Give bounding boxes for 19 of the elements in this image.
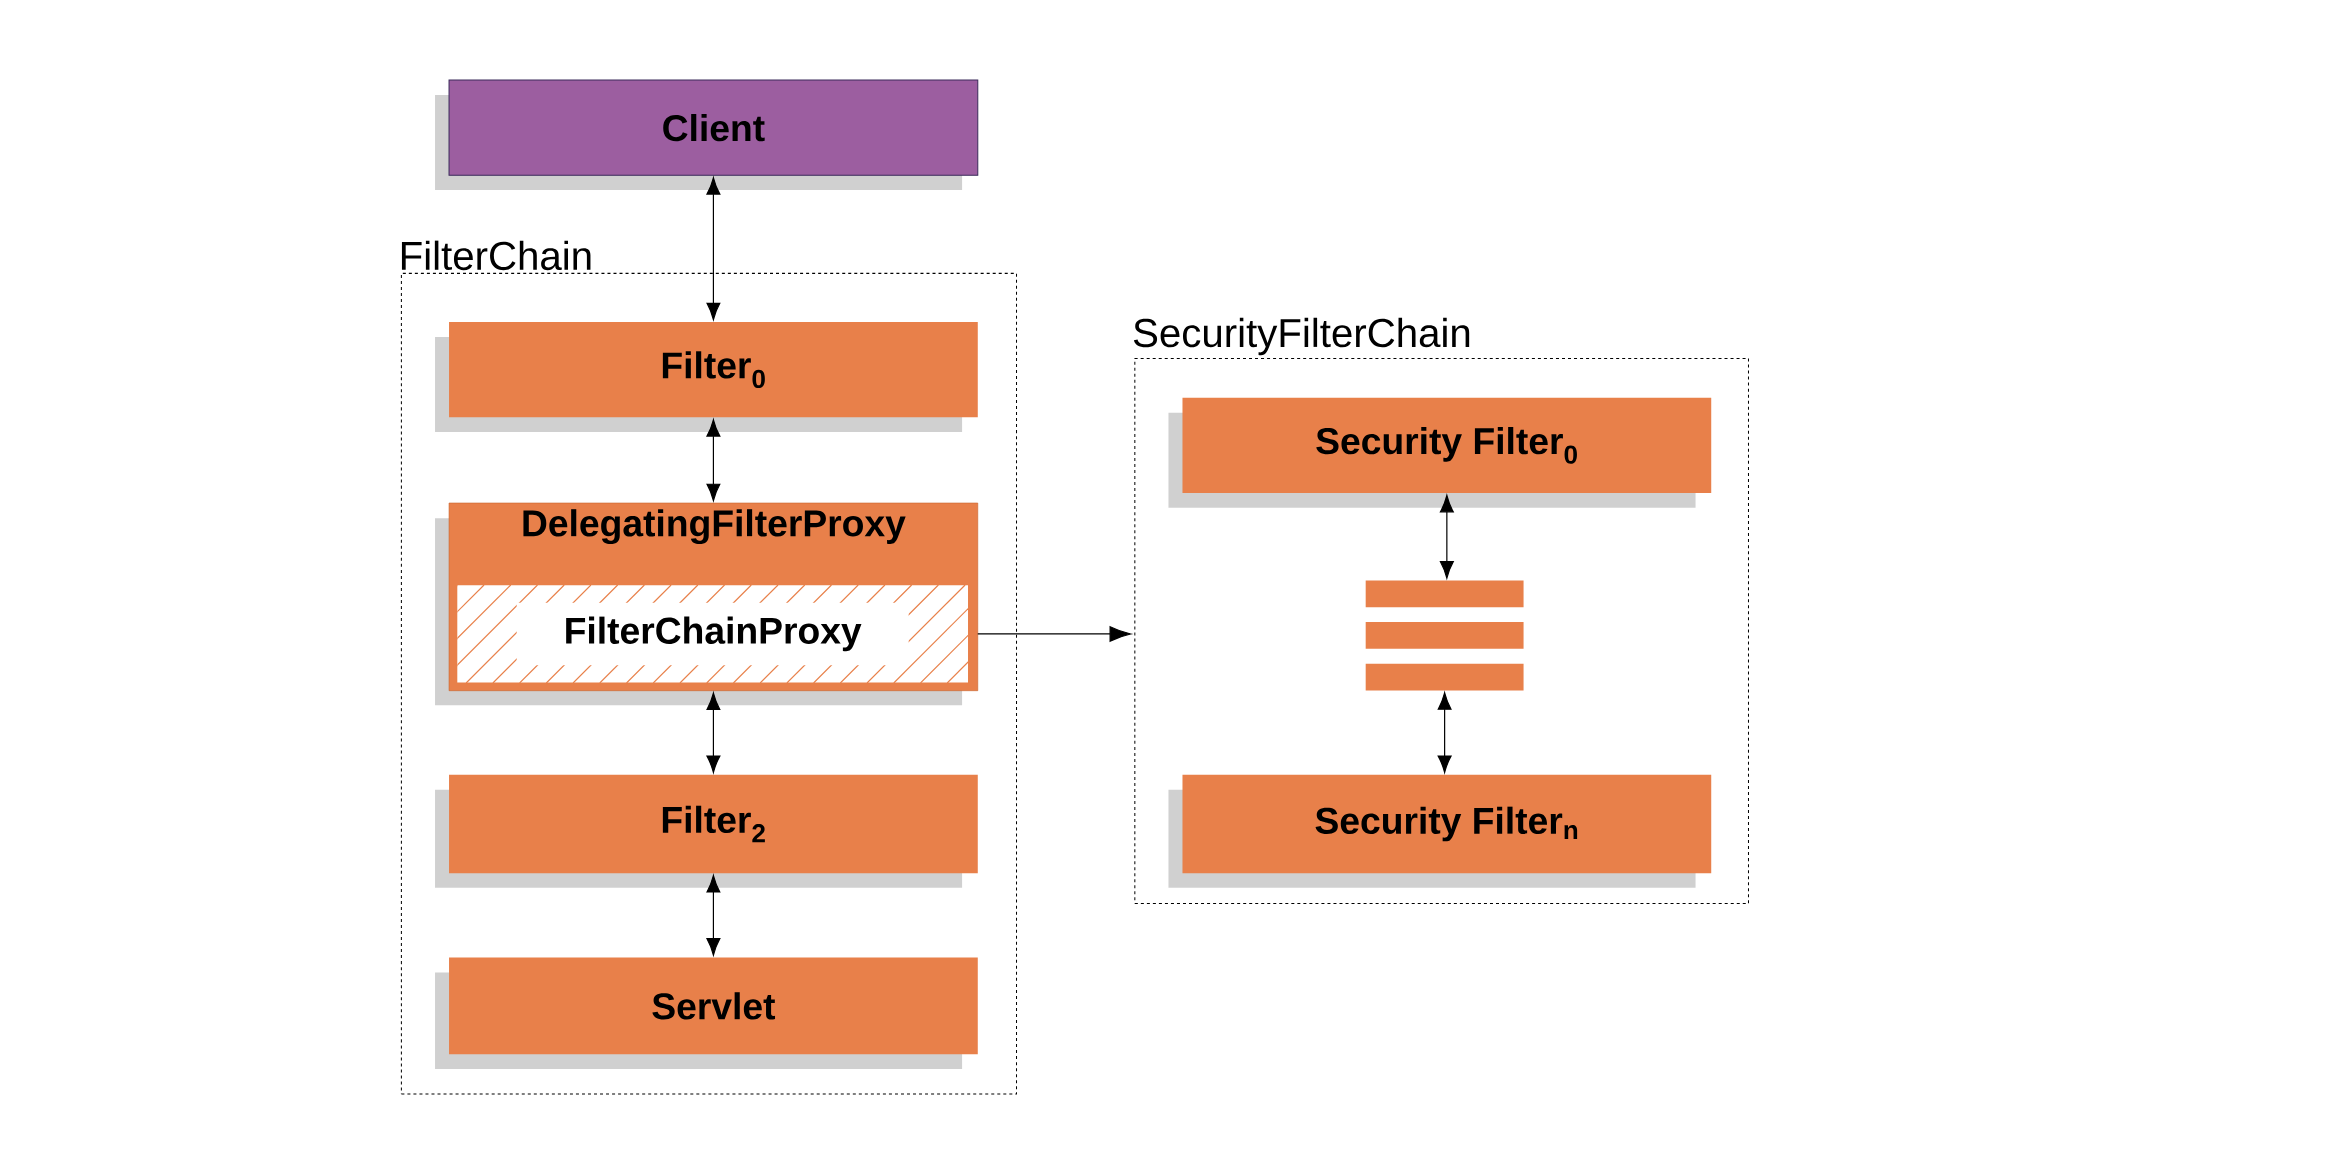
- node-label: FilterChain: [401, 240, 591, 270]
- arrow: [1437, 692, 1452, 773]
- filter-box: Filter$_{0}$: [435, 321, 978, 432]
- hatched-box: FilterChainProxy: [456, 584, 970, 684]
- arrow: [706, 692, 721, 773]
- filter-box: Security Filter$_{n}$: [1168, 774, 1712, 888]
- filter-box: Servlet: [435, 957, 978, 1069]
- bar-shape: [1365, 621, 1524, 649]
- bar-shape: [1365, 580, 1524, 608]
- arrow: [706, 176, 721, 320]
- filter-box: Filter$_{2}$: [435, 774, 978, 888]
- arrow: [977, 625, 1132, 642]
- arrow: [706, 874, 721, 956]
- bar-shape: [1365, 663, 1524, 691]
- arrow: [1439, 494, 1454, 579]
- filter-box: Security Filter$_{0}$: [1168, 397, 1712, 508]
- node-label: SecurityFilterChain: [1133, 317, 1470, 355]
- client-box: Client: [435, 79, 979, 190]
- arrow: [706, 418, 721, 501]
